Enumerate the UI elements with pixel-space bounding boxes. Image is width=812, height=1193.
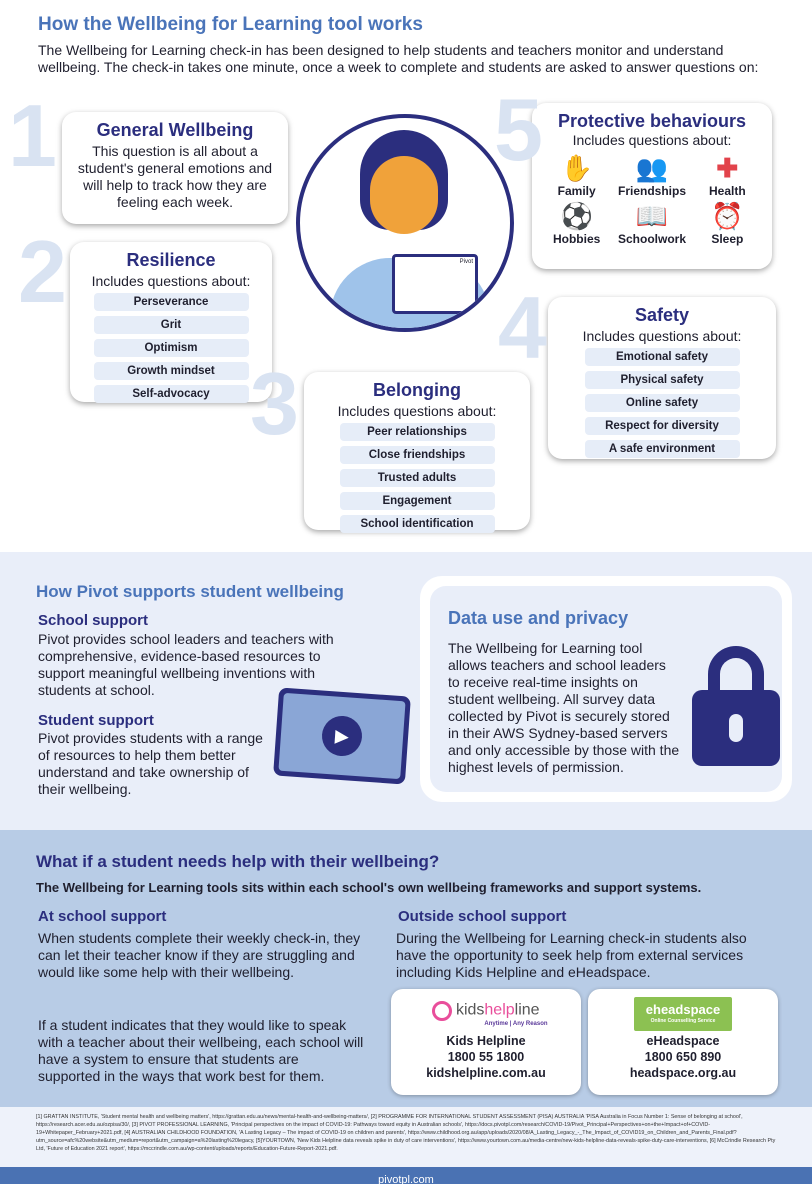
pill: A safe environment <box>584 440 740 458</box>
number-5: 5 <box>494 80 543 179</box>
privacy-title: Data use and privacy <box>448 608 629 628</box>
card-subtitle: Includes questions about: <box>91 273 251 289</box>
first-aid-icon: ✚ <box>716 153 739 183</box>
card-resilience: Resilience Includes questions about: Per… <box>70 242 272 403</box>
hands-icon: ✋ <box>560 153 593 183</box>
service-name: eHeadspace <box>646 1034 720 1048</box>
support-section: How Pivot supports student wellbeing Sch… <box>0 552 812 830</box>
support-title: How Pivot supports student wellbeing <box>36 582 344 601</box>
card-title: Safety <box>634 305 690 325</box>
card-subtitle: Includes questions about: <box>572 132 732 148</box>
pill: Peer relationships <box>339 423 495 441</box>
card-subtitle: Includes questions about: <box>337 403 497 419</box>
pill: Respect for diversity <box>584 417 740 435</box>
pill: Engagement <box>339 492 495 510</box>
pill: Optimism <box>93 339 249 357</box>
outside-school-text: During the Wellbeing for Learning check-… <box>396 930 747 980</box>
outside-school-title: Outside school support <box>398 908 567 925</box>
service-name: Kids Helpline <box>446 1034 526 1048</box>
card-belonging: Belonging Includes questions about: Peer… <box>304 372 530 533</box>
pill: School identification <box>339 515 495 533</box>
at-school-text-2: If a student indicates that they would l… <box>38 1017 364 1084</box>
item-label: Family <box>557 184 596 198</box>
number-1: 1 <box>8 86 57 185</box>
footer-url[interactable]: pivotpl.com <box>0 1167 812 1186</box>
kids-helpline-logo: kidshelpline Anytime | Any Reason <box>391 989 581 1033</box>
service-url[interactable]: kidshelpline.com.au <box>426 1066 546 1080</box>
service-phone[interactable]: 1800 55 1800 <box>447 1050 525 1064</box>
student-illustration: Pivot <box>296 114 514 332</box>
video-thumbnail[interactable]: ▶ <box>273 687 411 785</box>
help-lead: The Wellbeing for Learning tools sits wi… <box>36 880 702 895</box>
tagline: Anytime | Any Reason <box>484 1021 548 1027</box>
school-support-text: Pivot provides school leaders and teache… <box>38 631 334 698</box>
item-label: Health <box>708 184 746 198</box>
number-2: 2 <box>18 222 67 321</box>
student-support-text: Pivot provides students with a range of … <box>38 730 263 797</box>
pill: Grit <box>93 316 249 334</box>
item-label: Friendships <box>617 184 686 198</box>
pill: Self-advocacy <box>93 385 249 403</box>
pill: Emotional safety <box>584 348 740 366</box>
pill: Physical safety <box>584 371 740 389</box>
pill: Close friendships <box>339 446 495 464</box>
item-label: Hobbies <box>552 232 601 246</box>
number-3: 3 <box>250 354 299 453</box>
pill: Growth mindset <box>93 362 249 380</box>
people-icon: 👥 <box>635 153 669 183</box>
privacy-card: Data use and privacy The Wellbeing for L… <box>420 576 792 802</box>
card-protective-behaviours: Protective behaviours Includes questions… <box>532 103 772 269</box>
card-safety: Safety Includes questions about: Emotion… <box>548 297 776 459</box>
card-general-wellbeing: General Wellbeing This question is all a… <box>62 112 288 224</box>
tablet: Pivot <box>392 254 478 314</box>
pill: Online safety <box>584 394 740 412</box>
service-url[interactable]: headspace.org.au <box>629 1066 737 1080</box>
pill: Perseverance <box>93 293 249 311</box>
kids-helpline-card: kidshelpline Anytime | Any Reason Kids H… <box>391 989 581 1095</box>
card-title: Belonging <box>373 380 461 400</box>
at-school-title: At school support <box>38 908 167 925</box>
card-title: Resilience <box>126 250 216 270</box>
service-phone[interactable]: 1800 650 890 <box>644 1050 722 1064</box>
tagline: Online Counselling Service <box>650 1018 716 1024</box>
card-title: Protective behaviours <box>557 111 747 131</box>
padlock-icon <box>692 646 780 766</box>
book-icon: 📖 <box>635 201 669 231</box>
privacy-text: The Wellbeing for Learning tool allows t… <box>448 640 680 775</box>
student-support-title: Student support <box>38 712 154 729</box>
intro-text: The Wellbeing for Learning check-in has … <box>38 42 759 75</box>
number-4: 4 <box>498 278 547 377</box>
card-subtitle: Includes questions about: <box>582 328 742 344</box>
footnotes: [1] GRATTAN INSTITUTE, 'Student mental h… <box>0 1107 812 1167</box>
help-title: What if a student needs help with their … <box>36 852 440 871</box>
page-title: How the Wellbeing for Learning tool work… <box>38 14 423 35</box>
play-icon[interactable]: ▶ <box>320 714 364 758</box>
item-label: Schoolwork <box>617 232 686 246</box>
pill: Trusted adults <box>339 469 495 487</box>
tablet-brand: Pivot <box>459 259 473 265</box>
item-label: Sleep <box>711 232 744 246</box>
alarm-clock-icon: ⏰ <box>711 201 744 231</box>
card-text: This question is all about a student's g… <box>77 143 273 210</box>
at-school-text-1: When students complete their weekly chec… <box>38 930 361 980</box>
card-title: General Wellbeing <box>96 120 254 140</box>
ball-icon: ⚽ <box>560 201 593 231</box>
school-support-title: School support <box>38 612 148 629</box>
